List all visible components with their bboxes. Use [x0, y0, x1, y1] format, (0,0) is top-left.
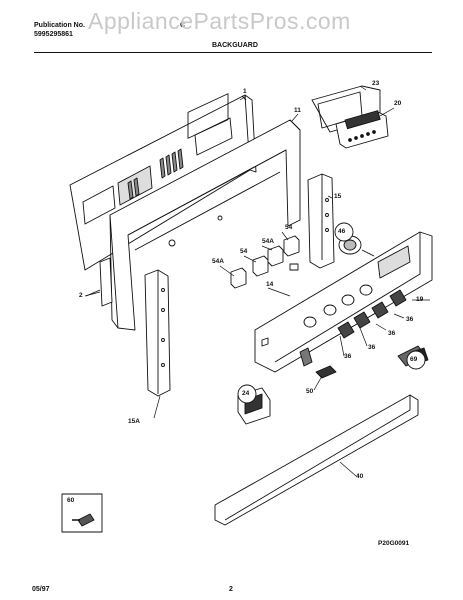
- callout-20: 20: [394, 100, 402, 107]
- footer-page-number: 2: [229, 586, 233, 593]
- callout-circle-69: [406, 350, 426, 370]
- publication-number: 5995295861: [34, 31, 73, 38]
- header-rule: [34, 52, 432, 53]
- callout-54-lower: 54: [240, 248, 248, 255]
- footer-date: 05/97: [32, 586, 50, 593]
- callout-54a-upper: 54A: [262, 238, 274, 245]
- callout-15: 15: [334, 193, 342, 200]
- callout-15a: 15A: [128, 418, 140, 425]
- trim-strip-part: [214, 394, 419, 526]
- callout-14: 14: [266, 281, 274, 288]
- watermark-text: AppliancePartsPros.com: [88, 8, 351, 34]
- callout-50: 50: [306, 388, 314, 395]
- callout-circle-46: [334, 222, 354, 242]
- screw-detail-box: [61, 493, 103, 533]
- right-bracket-part: [307, 173, 335, 269]
- callout-11: 11: [294, 107, 301, 114]
- infinite-switch-parts: [230, 235, 300, 289]
- clock-module-part: [311, 85, 389, 149]
- callout-24: 24: [242, 390, 250, 397]
- left-upright-bracket-part: [144, 269, 171, 397]
- callout-60: 60: [67, 497, 75, 504]
- leader-lines: [84, 85, 430, 477]
- callout-circle-24: [237, 384, 257, 404]
- model-number: C: [180, 22, 186, 29]
- callout-54-upper: 54: [285, 224, 293, 231]
- control-panel-part: [254, 231, 433, 373]
- callout-40: 40: [356, 473, 364, 480]
- callout-46: 46: [338, 228, 346, 235]
- callout-2: 2: [79, 292, 83, 299]
- rear-panel-part: [69, 93, 257, 271]
- publication-label: Publication No.: [34, 22, 85, 29]
- callout-1: 1: [243, 88, 247, 95]
- callout-69: 69: [410, 356, 418, 363]
- callout-54a-lower: 54A: [212, 258, 224, 265]
- section-title: BACKGUARD: [212, 42, 258, 49]
- callout-23: 23: [372, 80, 380, 87]
- callout-36-c: 36: [368, 344, 376, 351]
- light-switch-part: [299, 347, 337, 379]
- backguard-frame-part: [109, 119, 301, 331]
- callout-36-b: 36: [388, 330, 396, 337]
- diagram-code: P20G0091: [378, 540, 410, 547]
- callout-19: 19: [416, 296, 424, 303]
- callout-36-d: 36: [344, 353, 352, 360]
- callout-36-a: 36: [406, 316, 414, 323]
